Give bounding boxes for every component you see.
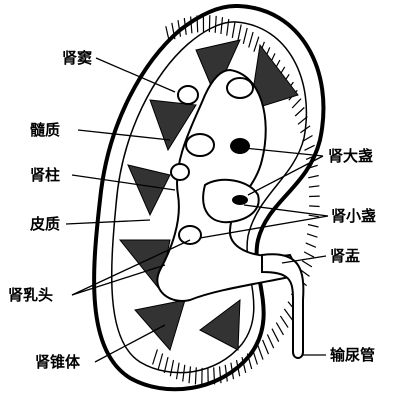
- ureter-tube: [262, 254, 303, 358]
- cortex-hatch-line: [309, 206, 320, 207]
- major-calyx-label: 肾大盏: [328, 147, 373, 165]
- cortex-hatch-line: [308, 176, 319, 178]
- major-calyx-dark: [230, 138, 250, 154]
- cortex-hatch-line: [267, 335, 273, 349]
- cortex-hatch-line: [306, 243, 316, 247]
- cortex-hatch-line: [309, 215, 320, 217]
- renal-column-label: 肾柱: [30, 166, 60, 184]
- cortex-label: 皮质: [30, 215, 60, 233]
- cortex-hatch-line: [280, 316, 288, 328]
- renal-pelvis-label: 肾盂: [330, 247, 360, 265]
- cortex-hatch-line: [284, 309, 292, 320]
- medulla-label: 髓质: [30, 121, 60, 139]
- cortex-hatch-line: [253, 349, 258, 364]
- minor-calyx-label: 肾小盏: [331, 207, 376, 225]
- cortex-hatch-line: [308, 225, 319, 228]
- renal-papilla-label: 肾乳头: [8, 286, 53, 304]
- cortex-hatch-line: [258, 345, 263, 360]
- major-calyx-shape: [203, 180, 259, 222]
- cortex-hatch-line: [304, 252, 314, 257]
- cortex-hatch-line: [307, 234, 317, 237]
- cortex-hatch-line: [276, 323, 283, 335]
- cortex-hatch-line: [309, 186, 320, 187]
- ureter-label: 输尿管: [330, 346, 375, 364]
- cortex-hatch-line: [272, 329, 279, 342]
- cortex-hatch-line: [302, 261, 312, 267]
- cortex-hatch-line: [263, 340, 269, 354]
- cortex-hatch-line: [197, 16, 198, 33]
- renal-pyramid-label: 肾锥体: [35, 353, 80, 371]
- renal-sinus-label: 肾窦: [62, 49, 92, 67]
